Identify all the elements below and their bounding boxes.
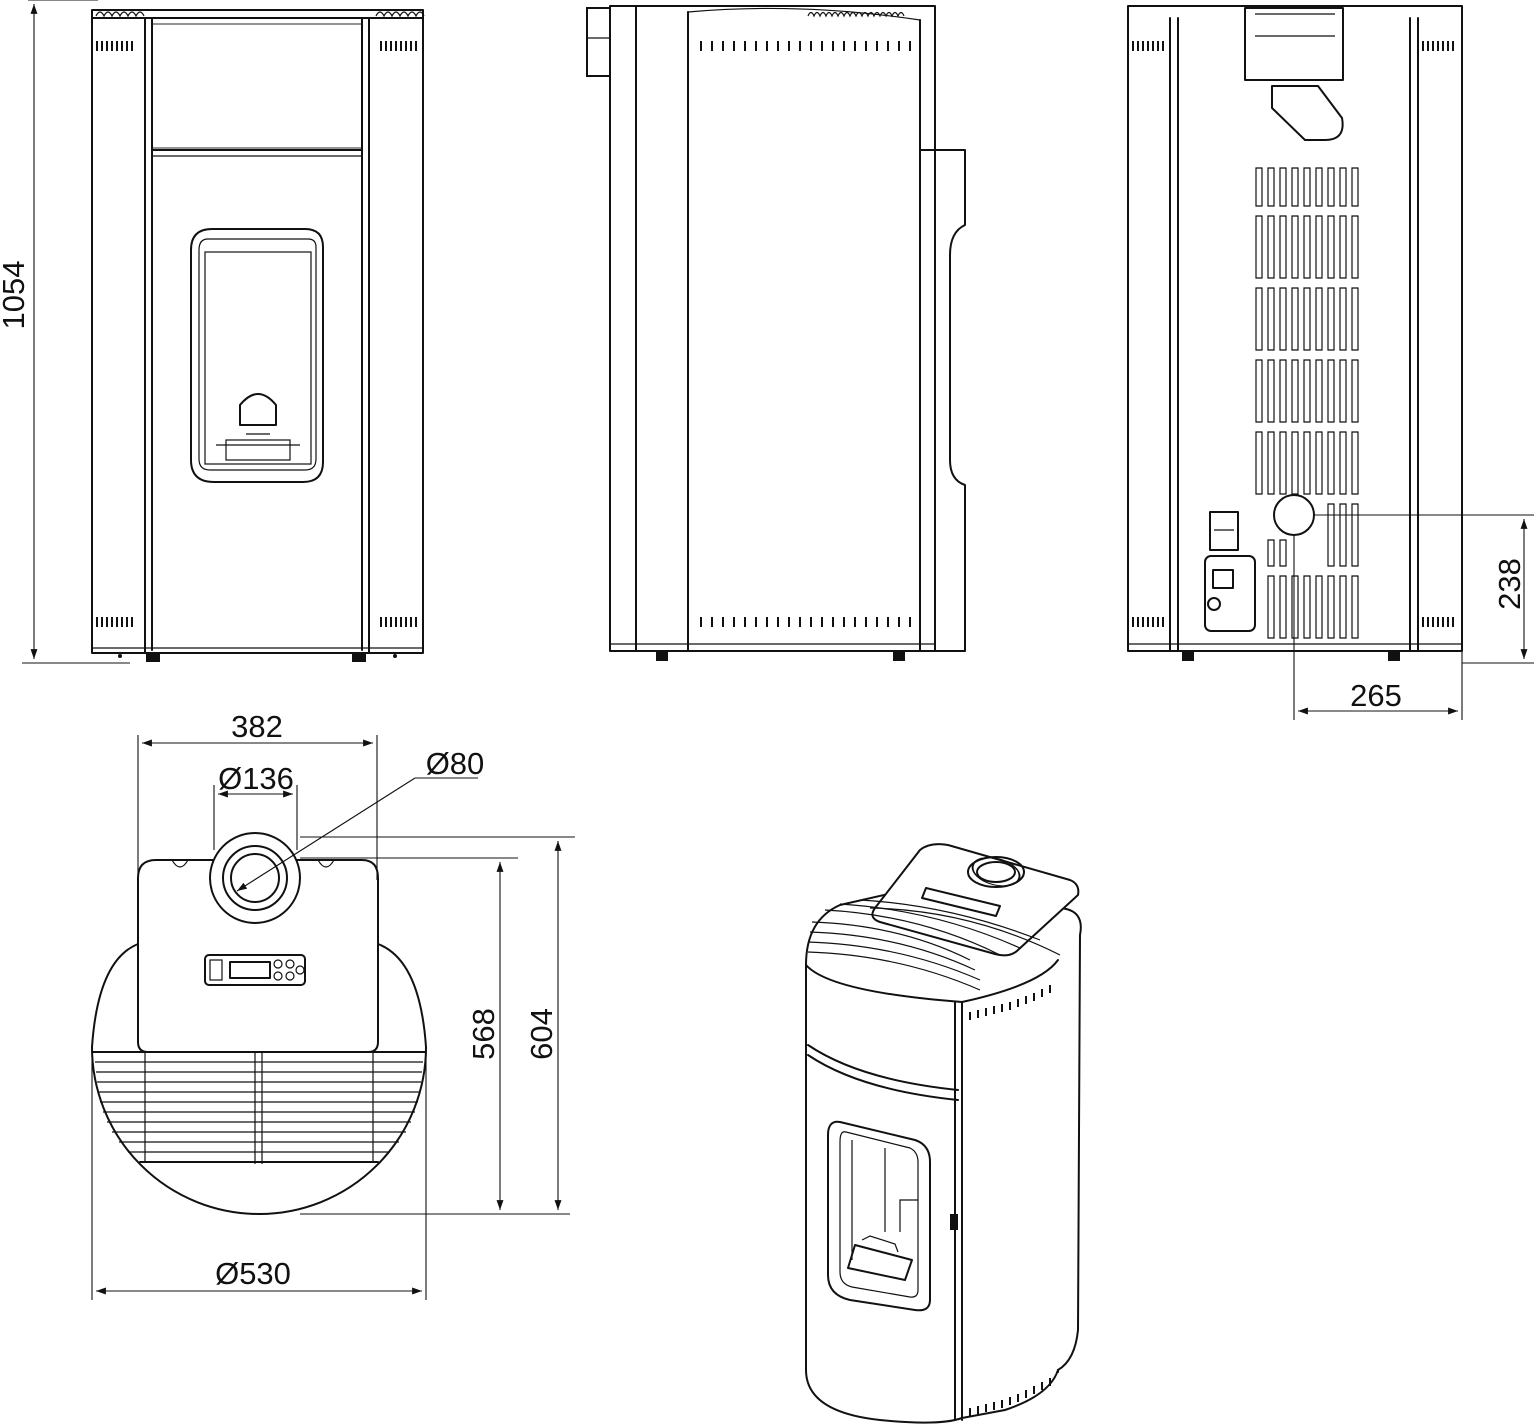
isometric-view: [805, 843, 1082, 1424]
total-depth-label: 604: [524, 1008, 559, 1060]
height-dimension: 1054: [0, 0, 130, 664]
pipe-height-label: 238: [1492, 558, 1527, 610]
base-diameter-label: Ø530: [215, 1256, 291, 1291]
rear-vent-slots: [1255, 167, 1359, 639]
control-panel: [204, 954, 306, 986]
flue-outlet: [209, 832, 301, 924]
top-grille: [95, 11, 425, 18]
outlet-diameter-dimension: Ø136: [213, 761, 298, 850]
side-feet: [656, 651, 905, 661]
inner-depth-label: 568: [466, 1008, 501, 1060]
door-window: [190, 228, 324, 483]
side-view: [586, 5, 966, 661]
side-vents-rows: [700, 41, 911, 627]
front-view: [91, 9, 425, 662]
width-label: 382: [231, 709, 283, 744]
width-dimension: 382: [137, 709, 378, 880]
iso-grille: [807, 899, 1061, 991]
side-vents: [96, 41, 417, 627]
top-view: [91, 832, 427, 1215]
feet: [118, 653, 397, 662]
iso-vents: [969, 985, 1051, 1416]
air-inlet-circle: [1273, 494, 1315, 536]
pipe-offset-label: 265: [1350, 678, 1402, 713]
base-diameter-dimension: Ø530: [91, 1047, 427, 1300]
inlet-diameter-label: Ø80: [426, 746, 485, 781]
rating-plate: [1204, 511, 1256, 632]
exhaust-flange: [1244, 7, 1344, 141]
pipe-offset-dimension: 265: [1293, 536, 1463, 720]
inlet-diameter-leader: Ø80: [236, 746, 485, 892]
top-grille-lines: [95, 1052, 423, 1164]
inner-depth-dimension: 568: [300, 857, 570, 1215]
rear-side-vents: [1132, 41, 1454, 627]
rear-feet: [1182, 651, 1400, 661]
outlet-diameter-label: Ø136: [218, 761, 294, 796]
height-label: 1054: [0, 261, 31, 330]
rear-view: [1127, 5, 1463, 661]
total-depth-dimension: 604: [300, 836, 575, 1210]
iso-door: [827, 1120, 931, 1312]
pipe-height-dimension: 238: [1314, 514, 1534, 664]
